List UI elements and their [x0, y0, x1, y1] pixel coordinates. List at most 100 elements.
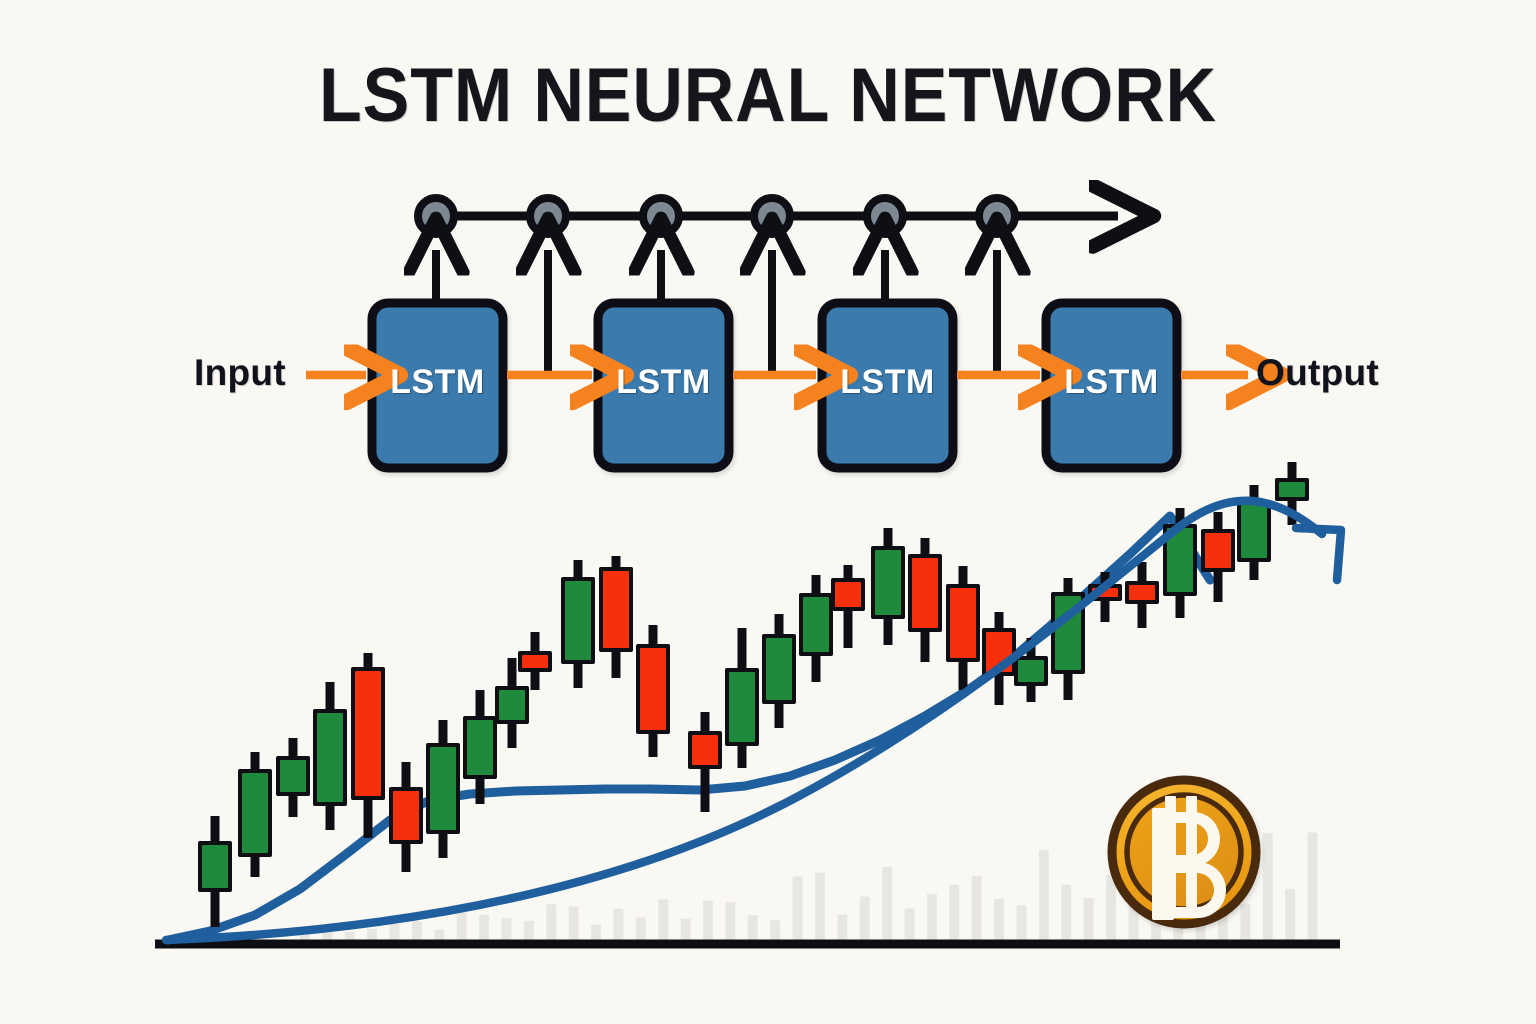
volume-bar: [1038, 850, 1049, 940]
candlestick: [198, 816, 232, 927]
candlestick: [871, 528, 905, 645]
hidden-state-node-2[interactable]: [526, 194, 570, 238]
hidden-state-node-5[interactable]: [863, 194, 907, 238]
volume-bar: [703, 900, 713, 940]
page-title: LSTM NEURAL NETWORK: [319, 53, 1217, 138]
volume-bar: [994, 898, 1004, 940]
candlestick: [463, 690, 497, 804]
candlestick: [1201, 512, 1235, 602]
candlestick: [313, 682, 347, 830]
volume-bar: [412, 921, 422, 940]
candlestick: [799, 575, 833, 682]
lstm-cell-3[interactable]: [817, 298, 958, 473]
candle-body: [766, 638, 792, 700]
candlestick: [1125, 562, 1159, 628]
lstm-cell-box[interactable]: [1041, 298, 1182, 473]
candlestick: [831, 565, 865, 648]
candlestick: [599, 556, 633, 678]
candlestick: [1051, 578, 1085, 700]
candle-body: [640, 648, 666, 730]
candlestick: [688, 712, 722, 812]
volume-bar: [971, 875, 982, 940]
candle-body: [1167, 528, 1193, 592]
lstm-cell-box[interactable]: [367, 298, 508, 473]
candle-body: [950, 588, 976, 658]
volume-bar: [882, 866, 893, 940]
volume-bar: [770, 920, 781, 940]
candle-body: [1205, 533, 1231, 568]
candlestick: [762, 614, 796, 728]
candlestick: [561, 560, 595, 688]
candle-body: [1279, 482, 1305, 497]
lstm-cell-1[interactable]: [367, 298, 508, 473]
candle-body: [729, 672, 755, 742]
volume-bar: [456, 909, 467, 940]
volume-bar: [815, 872, 825, 940]
volume-bar: [859, 896, 870, 940]
volume-bar: [344, 932, 355, 940]
volume-bar: [792, 876, 803, 940]
vertical-connector-arrows: [436, 250, 997, 375]
hidden-state-node-1[interactable]: [414, 194, 458, 238]
candlestick: [946, 566, 980, 690]
candle-body: [803, 597, 829, 652]
lstm-cells: [367, 298, 1182, 473]
volume-bar: [501, 918, 512, 940]
lstm-cell-4[interactable]: [1041, 298, 1182, 473]
hidden-state-node-3[interactable]: [639, 194, 683, 238]
candle-body: [692, 735, 718, 765]
volume-bar: [1083, 898, 1094, 940]
hidden-state-node-4[interactable]: [750, 194, 794, 238]
volume-bar: [1262, 833, 1273, 940]
volume-bar: [1128, 889, 1139, 940]
candlestick: [351, 653, 385, 838]
volume-bar: [434, 929, 445, 940]
volume-bar: [1106, 874, 1116, 940]
volume-bar: [658, 899, 669, 940]
volume-bar: [367, 928, 378, 940]
candle-body: [912, 558, 938, 628]
hidden-state-node-6[interactable]: [975, 194, 1019, 238]
output-label: Output: [1256, 352, 1380, 393]
volume-bar: [927, 894, 937, 940]
volume-bar: [1285, 888, 1296, 940]
hidden-state-chain: [414, 194, 1118, 238]
prediction-arrow-head: [1291, 523, 1346, 585]
candle-body: [393, 791, 419, 840]
candlestick: [426, 720, 460, 858]
volume-bar: [1240, 903, 1251, 940]
prediction-arrow-curve: [161, 496, 1327, 945]
candle-body: [242, 773, 268, 853]
volume-bar: [1061, 884, 1072, 940]
candle-body: [280, 760, 306, 792]
candle-body: [467, 720, 493, 775]
candlestick: [636, 625, 670, 757]
volume-bar: [747, 915, 758, 940]
volume-bar: [322, 926, 333, 940]
volume-bar: [613, 908, 624, 940]
volume-bar: [904, 908, 915, 940]
volume-bar: [949, 884, 960, 940]
candle-body: [317, 713, 343, 802]
input-label: Input: [194, 352, 286, 393]
lstm-cell-box[interactable]: [817, 298, 958, 473]
candle-body: [355, 671, 381, 796]
volume-bar: [568, 906, 579, 940]
candle-body: [565, 581, 591, 660]
candle-body: [835, 582, 861, 607]
candle-body: [875, 550, 901, 615]
candlestick: [276, 738, 310, 817]
candle-body: [522, 655, 548, 668]
lstm-cell-box[interactable]: [593, 298, 734, 473]
candle-body: [430, 747, 456, 830]
lstm-cell-2[interactable]: [593, 298, 734, 473]
candle-body: [202, 845, 228, 888]
prediction-arrow: [161, 496, 1346, 945]
candle-body: [1129, 585, 1155, 600]
volume-bar: [523, 920, 534, 940]
candlestick: [495, 658, 529, 748]
candlestick: [908, 538, 942, 662]
candlestick: [238, 752, 272, 877]
volume-bar: [1016, 905, 1027, 940]
